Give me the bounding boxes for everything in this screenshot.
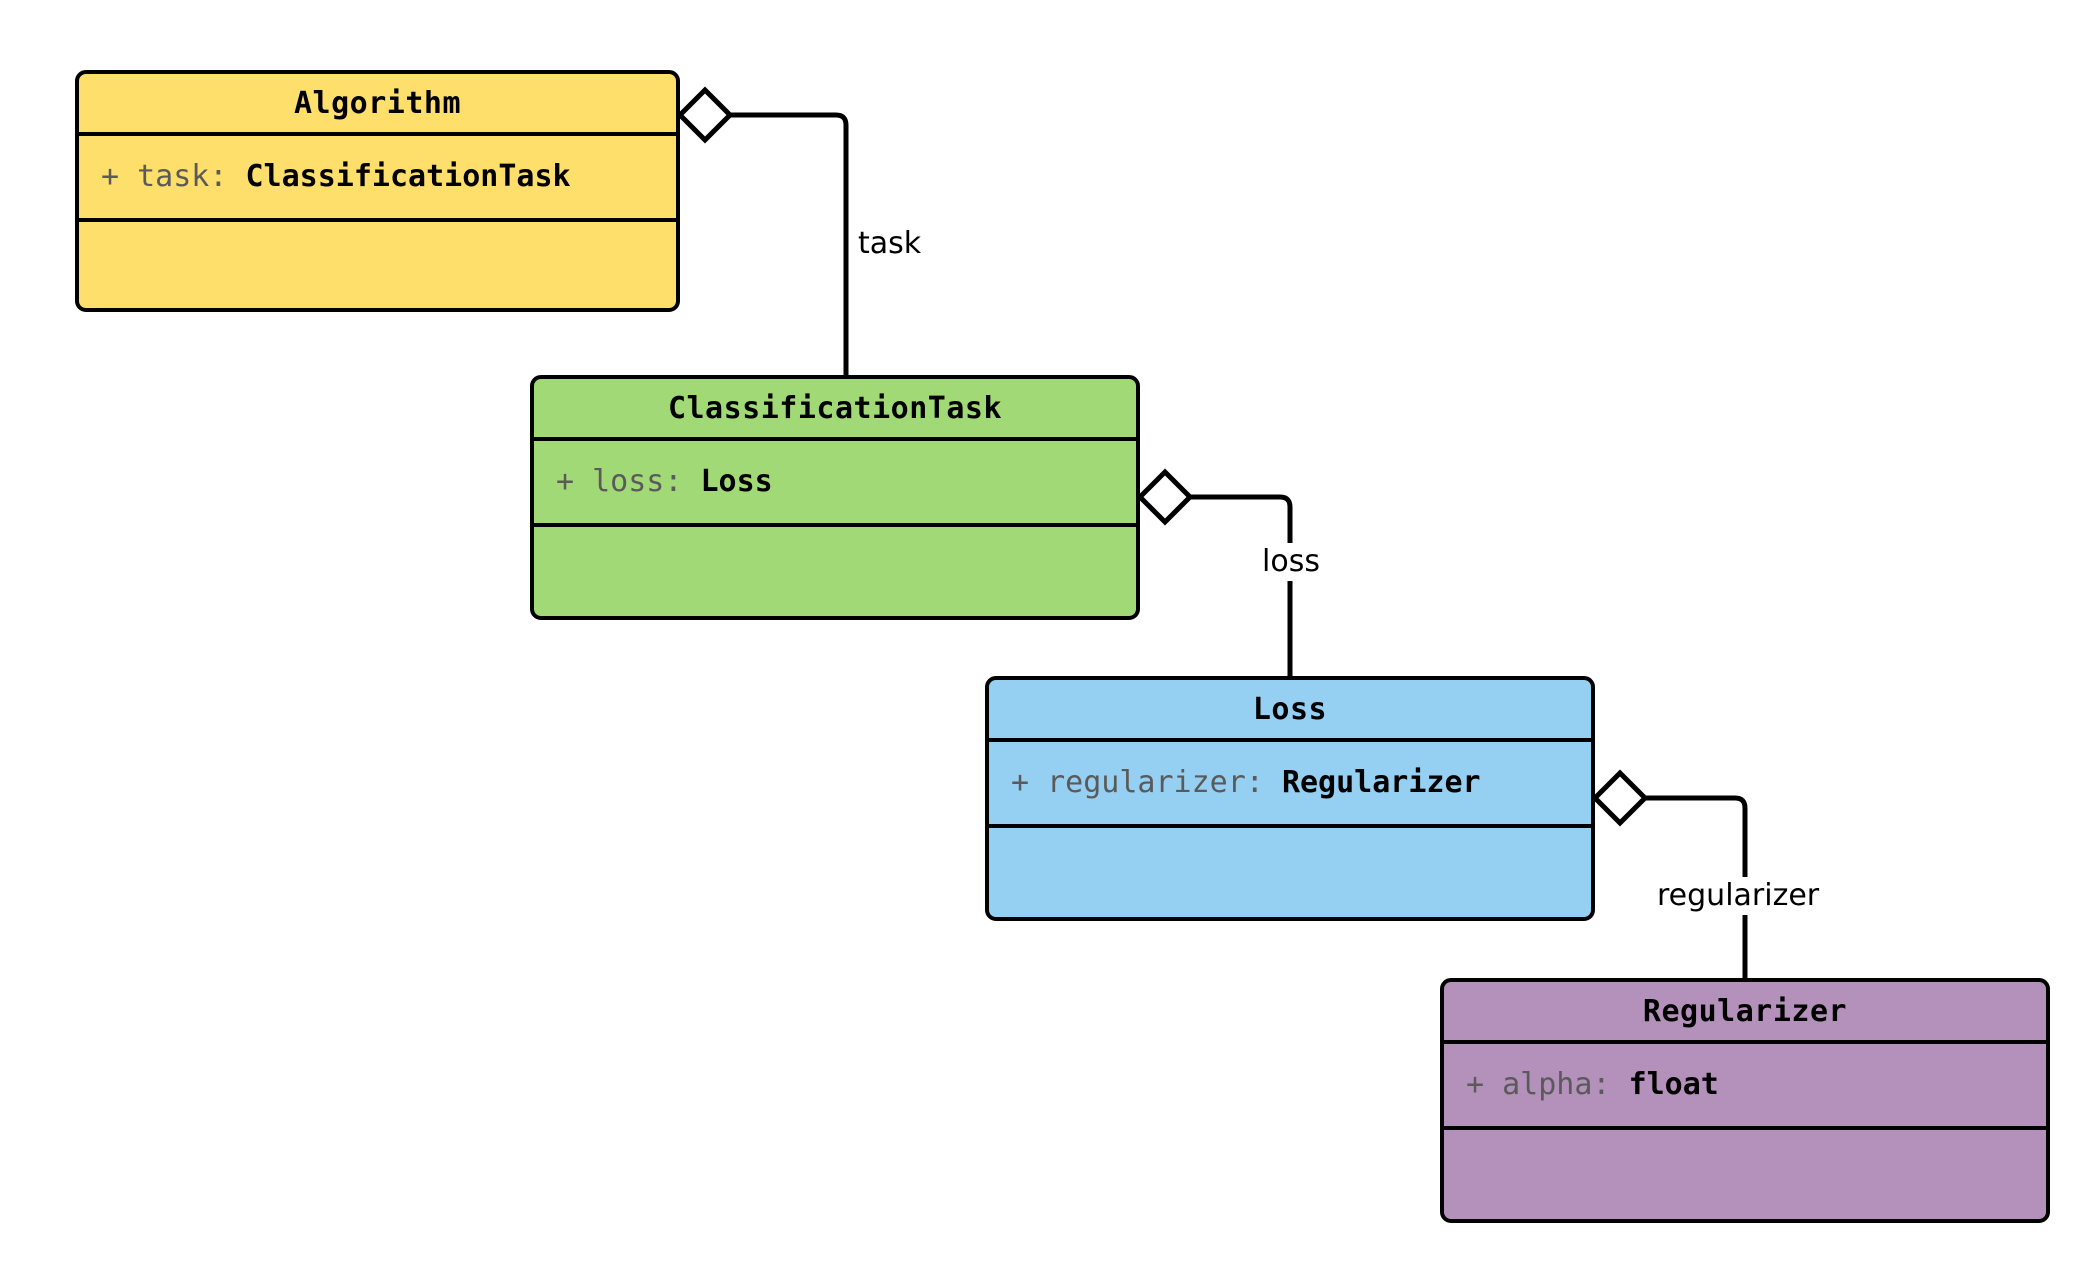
attribute-signature: + alpha: (1466, 1067, 1629, 1102)
class-methods-regularizer (1444, 1130, 2046, 1219)
class-attributes-algorithm: + task: ClassificationTask (79, 136, 676, 222)
attribute-row: + regularizer: Regularizer (1011, 766, 1591, 800)
class-methods-loss (989, 828, 1591, 917)
relation-label-task: task (852, 225, 928, 263)
class-attributes-loss: + regularizer: Regularizer (989, 742, 1591, 828)
attribute-type: Regularizer (1281, 765, 1481, 800)
class-attributes-classification-task: + loss: Loss (534, 441, 1136, 527)
attribute-type: Loss (700, 464, 773, 499)
attribute-row: + alpha: float (1466, 1068, 2046, 1102)
class-box-algorithm[interactable]: Algorithm + task: ClassificationTask (75, 70, 680, 312)
class-title-classification-task: ClassificationTask (534, 379, 1136, 441)
class-title-algorithm: Algorithm (79, 74, 676, 136)
relation-label-loss: loss (1256, 543, 1326, 581)
attribute-type: ClassificationTask (245, 159, 571, 194)
attribute-signature: + regularizer: (1011, 765, 1282, 800)
aggregation-diamond-task (676, 86, 734, 144)
relation-algorithm-task[interactable] (676, 86, 849, 377)
class-box-regularizer[interactable]: Regularizer + alpha: float (1440, 978, 2050, 1223)
class-title-loss: Loss (989, 680, 1591, 742)
relation-line-loss (1179, 494, 1293, 678)
class-methods-algorithm (79, 222, 676, 308)
class-title-regularizer: Regularizer (1444, 982, 2046, 1044)
class-attributes-regularizer: + alpha: float (1444, 1044, 2046, 1130)
class-box-classification-task[interactable]: ClassificationTask + loss: Loss (530, 375, 1140, 620)
attribute-signature: + task: (101, 159, 246, 194)
aggregation-diamond-regularizer (1591, 769, 1649, 827)
attribute-signature: + loss: (556, 464, 701, 499)
class-methods-classification-task (534, 527, 1136, 616)
relation-label-regularizer: regularizer (1651, 877, 1826, 915)
attribute-type: float (1628, 1067, 1719, 1102)
relation-line-task (719, 112, 849, 377)
aggregation-diamond-loss (1136, 468, 1194, 526)
attribute-row: + task: ClassificationTask (101, 160, 676, 194)
attribute-row: + loss: Loss (556, 465, 1136, 499)
class-box-loss[interactable]: Loss + regularizer: Regularizer (985, 676, 1595, 921)
